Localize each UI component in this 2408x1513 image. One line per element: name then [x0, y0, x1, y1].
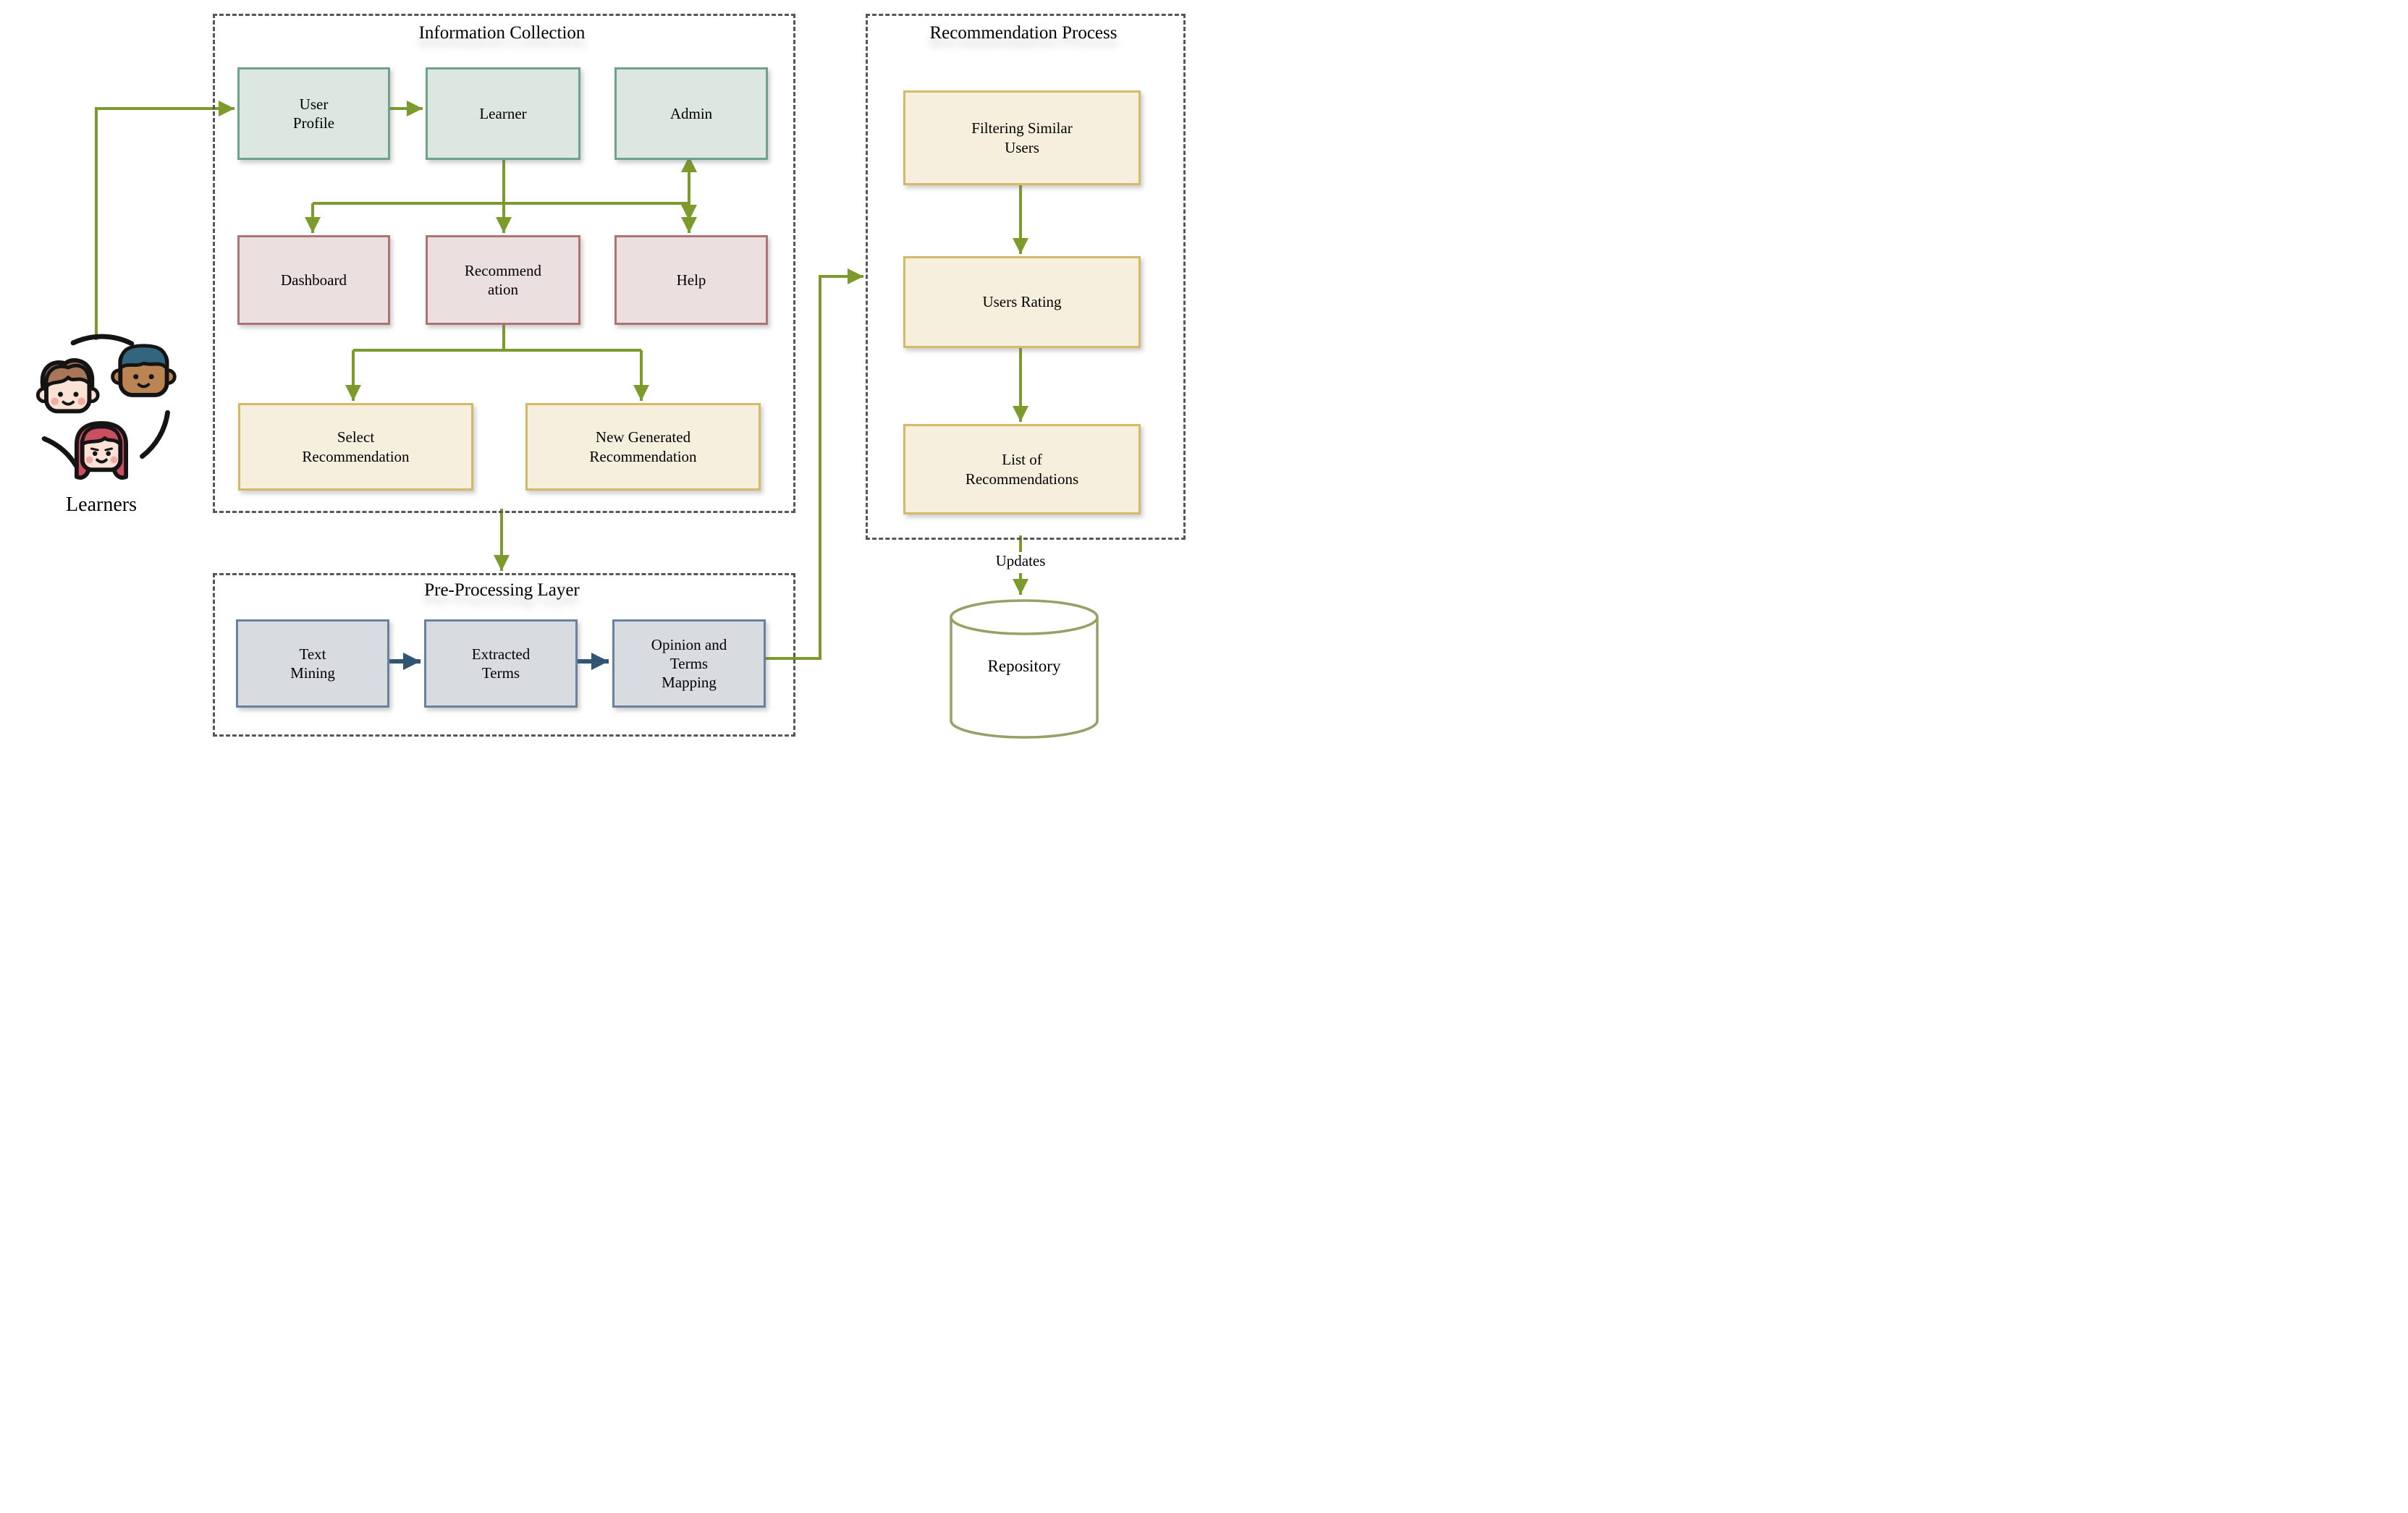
pre-processing-title: Pre-Processing Layer: [424, 580, 580, 600]
learner-face-boy-left: [35, 357, 100, 414]
node-recommendation: Recommendation: [426, 235, 580, 325]
edge-learners-to-user-profile: [95, 101, 235, 340]
node-dashboard: Dashboard: [237, 235, 390, 325]
information-collection-container: [213, 14, 795, 513]
node-user-profile: User Profile: [237, 67, 390, 160]
node-select-recommendation: Select Recommendation: [238, 403, 473, 491]
node-list-of-recommendations: List of Recommendations: [903, 424, 1141, 514]
updates-label: Updates: [995, 552, 1046, 569]
repository-cylinder: [948, 598, 1100, 745]
node-text-mining: Text Mining: [236, 619, 389, 708]
pre-processing-container: [213, 573, 795, 737]
node-opinion-terms-mapping: Opinion and Terms Mapping: [612, 619, 766, 708]
learner-face-girl: [74, 420, 129, 480]
node-filtering-similar-users: Filtering Similar Users: [903, 90, 1141, 185]
node-learner: Learner: [426, 67, 580, 160]
recommendation-process-title: Recommendation Process: [929, 23, 1118, 43]
database-icon: [950, 599, 1099, 739]
node-users-rating: Users Rating: [903, 256, 1141, 348]
information-collection-title: Information Collection: [418, 23, 586, 43]
node-admin: Admin: [614, 67, 768, 160]
diagram-canvas: Information Collection Pre-Processing La…: [0, 0, 1204, 757]
recommendation-process-container: [866, 14, 1186, 540]
edge-preprocessing-to-recommendation-process: [762, 268, 863, 660]
learners-icon: [20, 331, 182, 487]
node-extracted-terms: Extracted Terms: [424, 619, 578, 708]
repository-label: Repository: [987, 657, 1061, 675]
node-help: Help: [614, 235, 768, 325]
node-new-generated-recommendation: New Generated Recommendation: [525, 403, 761, 491]
learner-face-boy-right: [111, 344, 177, 397]
connector-arrows: [95, 101, 1028, 670]
people-circle-arcs: [41, 334, 170, 468]
learners-label: Learners: [66, 493, 137, 516]
